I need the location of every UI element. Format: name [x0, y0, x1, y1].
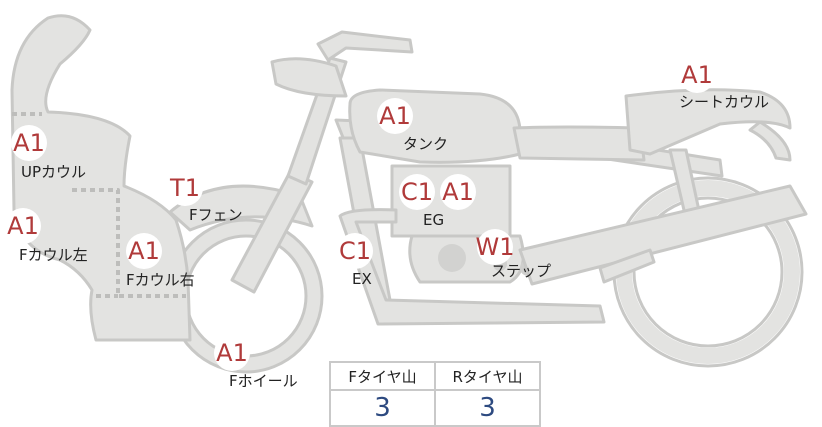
badge-f-fender: T1: [167, 170, 203, 206]
badge-f-cowl-right: A1: [126, 233, 162, 269]
front-tire-value: 3: [329, 389, 436, 427]
label-engine: EG: [423, 211, 445, 229]
badge-up-cowl: A1: [11, 125, 47, 161]
label-tank: タンク: [403, 135, 449, 153]
label-f-cowl-right: Fカウル右: [126, 271, 195, 289]
label-up-cowl: UPカウル: [21, 163, 87, 181]
badge-f-cowl-left: A1: [5, 208, 41, 244]
badge-engine-1: C1: [399, 174, 435, 210]
front-fork: [230, 170, 314, 294]
swingarm: [518, 184, 808, 286]
label-exhaust: EX: [352, 270, 372, 288]
badge-engine-2: A1: [440, 174, 476, 210]
badge-f-wheel: A1: [214, 335, 250, 371]
label-seat-cowl: シートカウル: [679, 93, 770, 111]
badge-step: W1: [476, 229, 515, 265]
rear-tire-header: Rタイヤ山: [434, 361, 541, 391]
seat: [512, 125, 646, 162]
label-step: ステップ: [491, 262, 552, 280]
exhaust-pipe: [338, 208, 606, 326]
badge-seat-cowl: A1: [679, 57, 715, 93]
badge-exhaust: C1: [337, 233, 373, 269]
label-f-cowl-left: Fカウル左: [19, 246, 88, 264]
rear-tire-value: 3: [434, 389, 541, 427]
front-tire-header: Fタイヤ山: [329, 361, 436, 391]
label-f-wheel: Fホイール: [229, 372, 298, 390]
tire-tread-table: Fタイヤ山 Rタイヤ山 3 3: [329, 361, 541, 427]
badge-tank: A1: [377, 98, 413, 134]
label-f-fender: Fフェン: [189, 206, 243, 224]
